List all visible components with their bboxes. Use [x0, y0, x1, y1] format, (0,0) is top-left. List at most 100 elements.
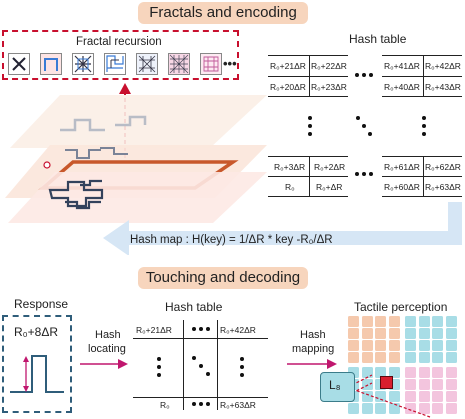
- tactile-pixel: [445, 316, 457, 327]
- tactile-perception-label: Tactile perception: [354, 300, 448, 314]
- hash-cell: R₀+3ΔR: [274, 162, 306, 172]
- table-rule: [268, 96, 348, 97]
- ellipsis-dot: [422, 132, 426, 136]
- section-title-touching: Touching and decoding: [138, 267, 308, 289]
- hash-cell: R₀+42ΔR: [220, 325, 256, 335]
- ellipsis-dot: [368, 132, 372, 136]
- hash-cell: R₀+22ΔR: [311, 61, 347, 71]
- tactile-pixel: [361, 403, 373, 414]
- hash-cell: R₀+ΔR: [316, 182, 343, 192]
- sensor-callout-lines: [351, 374, 431, 418]
- ellipsis-dot: [199, 327, 203, 331]
- tactile-pixel: [375, 367, 386, 378]
- hash-cell: R₀+2ΔR: [314, 162, 346, 172]
- hash-cell: R₀+41ΔR: [384, 61, 420, 71]
- hash-cell: R₀+60ΔR: [384, 182, 420, 192]
- ellipsis-dot: [422, 124, 426, 128]
- ellipsis-dot: [362, 172, 366, 176]
- ellipsis-dot: [356, 116, 360, 120]
- hash-cell: R₀: [285, 182, 295, 192]
- tactile-grid: [348, 316, 462, 416]
- tactile-pixel: [375, 340, 386, 351]
- fractal-tile-level-5: [136, 53, 158, 75]
- ellipsis-dot: [308, 124, 312, 128]
- table-rule: [382, 96, 462, 97]
- tactile-pixel: [432, 367, 443, 378]
- table-rule: [268, 55, 348, 56]
- hash-cell: R₀+43ΔR: [425, 82, 461, 92]
- fractal-tile-level-7: [200, 53, 222, 75]
- tactile-pixel: [348, 352, 359, 363]
- tactile-pixel: [418, 316, 430, 327]
- tactile-pixel: [361, 367, 373, 378]
- sensor-layers-illustration: [5, 95, 267, 223]
- table-rule: [309, 55, 310, 96]
- tactile-pixel: [418, 367, 430, 378]
- tactile-pixel: [432, 328, 443, 339]
- tactile-pixel: [405, 328, 416, 339]
- tactile-pixel: [405, 367, 416, 378]
- table-rule: [268, 156, 348, 157]
- tactile-pixel: [388, 379, 400, 390]
- tactile-pixel: [405, 379, 416, 390]
- tactile-pixel: [388, 352, 400, 363]
- hash-cell: R₀+61ΔR: [384, 162, 420, 172]
- table-rule: [309, 156, 310, 196]
- hash-cell: R₀+62ΔR: [425, 162, 461, 172]
- table-rule: [268, 76, 348, 77]
- table-rule: [268, 196, 348, 197]
- tactile-pixel: [445, 379, 457, 390]
- fractal-recursion-label: Fractal recursion: [76, 36, 162, 48]
- hash-cell: R₀+21ΔR: [270, 61, 306, 71]
- hash-mapping-line1: Hash: [300, 329, 326, 341]
- fractal-tile-level-3: [72, 53, 94, 75]
- sensor-label: L₈: [329, 378, 341, 392]
- fractal-recursion-box: [2, 30, 239, 80]
- section-title-fractals: Fractals and encoding: [138, 2, 308, 24]
- ellipsis-dot: [192, 356, 196, 360]
- hash-table-title-top: Hash table: [349, 32, 407, 46]
- tactile-pixel: [405, 316, 416, 327]
- tactile-pixel: [405, 340, 416, 351]
- tactile-pixel: [418, 328, 430, 339]
- fractal-tile-level-6: [168, 53, 190, 75]
- tactile-pixel: [388, 316, 400, 327]
- tactile-pixel: [418, 352, 430, 363]
- tactile-pixel: [348, 328, 359, 339]
- ellipsis-dot: [355, 172, 359, 176]
- tactile-pixel: [388, 328, 400, 339]
- tactile-pixel: [375, 352, 386, 363]
- tactile-pixel: [445, 340, 457, 351]
- tactile-pixel: [361, 340, 373, 351]
- ellipsis-dot: [362, 73, 366, 77]
- ellipsis-dot: [369, 172, 373, 176]
- ellipsis-dot: [362, 124, 366, 128]
- tactile-pixel: [361, 379, 373, 390]
- ellipsis-dot: [240, 357, 244, 361]
- ellipsis-dot: [157, 365, 161, 369]
- tactile-pixel: [375, 316, 386, 327]
- tactile-pixel: [418, 403, 430, 414]
- tactile-pixel: [361, 352, 373, 363]
- tactile-pixel: [405, 391, 416, 402]
- tactile-pixel: [445, 352, 457, 363]
- ellipsis-dot: [206, 327, 210, 331]
- table-rule: [423, 156, 424, 196]
- hash-cell: R₀+21ΔR: [136, 325, 172, 335]
- ellipsis-dot: [240, 365, 244, 369]
- response-value: R₀+8ΔR: [14, 325, 59, 339]
- hash-cell: R₀+20ΔR: [270, 82, 306, 92]
- ellipsis-dot: [240, 373, 244, 377]
- tactile-pixel: [418, 391, 430, 402]
- tactile-pixel: [405, 352, 416, 363]
- table-rule: [382, 76, 462, 77]
- table-rule: [423, 55, 424, 96]
- hash-locating-line2: locating: [88, 343, 126, 355]
- tactile-pixel: [375, 403, 386, 414]
- tactile-pixel: [405, 403, 416, 414]
- tactile-pixel: [361, 391, 373, 402]
- ellipsis-dot: [206, 372, 210, 376]
- tactile-pixel: [361, 316, 373, 327]
- ellipsis-dot: [157, 357, 161, 361]
- tactile-pixel: [388, 403, 400, 414]
